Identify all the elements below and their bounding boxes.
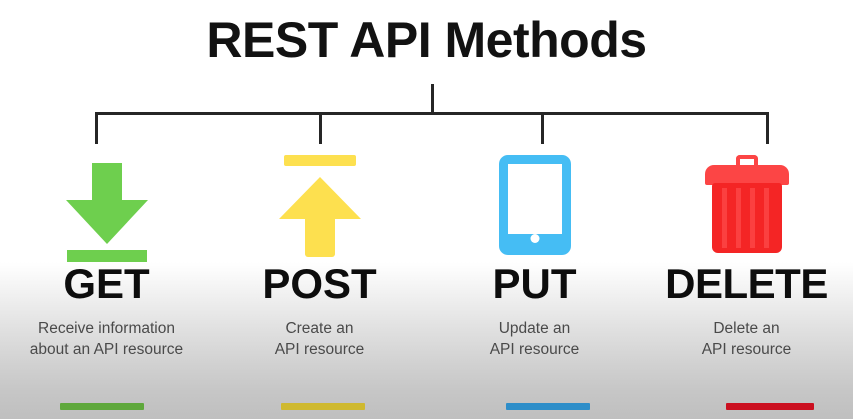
upload-arrow-baseline — [283, 155, 356, 166]
method-description-post-line2: API resource — [274, 341, 365, 358]
connector-stem — [431, 84, 434, 114]
method-description-delete-line1: Delete an — [713, 320, 780, 337]
page-title: REST API Methods — [206, 12, 647, 68]
trash-can-body — [711, 183, 782, 253]
trash-can-ridge — [721, 188, 727, 248]
accent-bar-get — [60, 403, 144, 410]
method-description-delete: Delete an API resource — [640, 318, 853, 360]
method-label-post: POST — [262, 260, 377, 307]
method-description-put-line2: API resource — [489, 341, 580, 358]
method-column-post: POST Create an API resource — [213, 150, 426, 360]
method-description-put-line1: Update an — [498, 320, 571, 337]
accent-bar-put — [506, 403, 590, 410]
method-description-get: Receive information about an API resourc… — [0, 318, 213, 360]
method-description-get-line2: about an API resource — [29, 341, 184, 358]
method-label-delete: DELETE — [665, 260, 828, 307]
connector-drop-put — [541, 114, 544, 144]
method-description-put: Update an API resource — [428, 318, 641, 360]
connector-drop-get — [95, 114, 98, 144]
upload-arrow-head — [278, 177, 361, 219]
tablet-device-icon — [498, 155, 571, 255]
download-arrow-baseline — [66, 250, 147, 262]
tablet-bottom-bezel — [507, 234, 562, 246]
connector-drop-post — [319, 114, 322, 144]
method-description-post-line1: Create an — [285, 320, 354, 337]
method-label-put: PUT — [492, 260, 577, 307]
connector-horizontal-bar — [95, 112, 769, 115]
trash-can-handle — [735, 155, 758, 167]
upload-arrow-icon — [277, 155, 363, 257]
method-column-put: PUT Update an API resource — [428, 150, 641, 360]
icon-container-delete — [640, 150, 853, 260]
trash-can-lid — [704, 165, 789, 185]
upload-arrow-shaft — [304, 218, 335, 257]
accent-bar-delete — [726, 403, 814, 410]
method-description-post: Create an API resource — [213, 318, 426, 360]
accent-bar-post — [281, 403, 365, 410]
icon-container-put — [428, 150, 641, 260]
icon-container-get — [0, 150, 213, 262]
method-column-delete: DELETE Delete an API resource — [640, 150, 853, 360]
download-arrow-head — [65, 200, 148, 244]
method-column-get: GET Receive information about an API res… — [0, 150, 213, 360]
connector-drop-delete — [766, 114, 769, 144]
trash-can-ridge — [735, 188, 741, 248]
method-label-get: GET — [63, 260, 150, 307]
method-description-get-line1: Receive information — [38, 320, 175, 337]
tablet-home-button — [530, 234, 539, 243]
icon-container-post — [213, 150, 426, 260]
trash-can-ridge — [763, 188, 769, 248]
method-description-delete-line2: API resource — [701, 341, 792, 358]
trash-can-ridge — [749, 188, 755, 248]
trash-can-icon — [703, 155, 791, 255]
download-arrow-shaft — [91, 163, 122, 205]
download-arrow-icon — [64, 155, 150, 262]
